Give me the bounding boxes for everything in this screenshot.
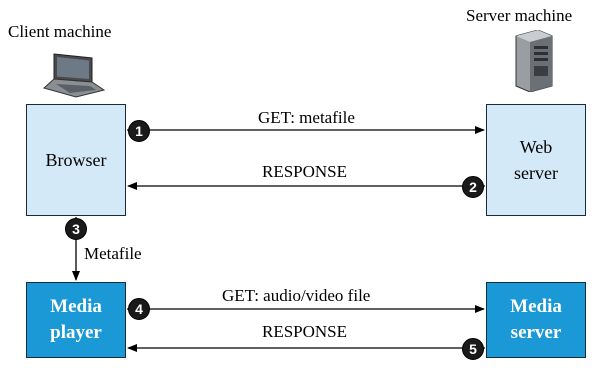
label-get-metafile: GET: metafile xyxy=(258,108,355,127)
web-server-box: Web server xyxy=(486,104,586,216)
label-response-2: RESPONSE xyxy=(262,322,348,341)
web-server-label-line2: server xyxy=(514,163,558,183)
step-badge-3: 3 xyxy=(65,218,87,240)
label-response-1: RESPONSE xyxy=(262,162,348,181)
browser-box: Browser xyxy=(26,104,126,216)
browser-label: Browser xyxy=(45,150,107,170)
web-server-label-line1: Web xyxy=(519,137,553,157)
media-player-box: Media player xyxy=(26,282,126,358)
media-server-label-line2: server xyxy=(510,322,562,343)
server-machine-title: Server machine xyxy=(466,6,573,25)
label-get-av-file: GET: audio/video file xyxy=(222,286,371,305)
media-server-label-line1: Media xyxy=(510,296,562,317)
media-server-box: Media server xyxy=(486,282,586,358)
media-player-label-line2: player xyxy=(50,322,102,343)
media-player-label-line1: Media xyxy=(50,296,102,317)
server-tower-icon xyxy=(512,29,556,93)
laptop-icon xyxy=(40,52,106,98)
step-badge-2: 2 xyxy=(462,176,484,198)
step-badge-5: 5 xyxy=(462,338,484,360)
label-metafile: Metafile xyxy=(84,244,142,263)
client-machine-title: Client machine xyxy=(8,22,112,41)
step-badge-1: 1 xyxy=(128,120,150,142)
step-badge-4: 4 xyxy=(128,298,150,320)
